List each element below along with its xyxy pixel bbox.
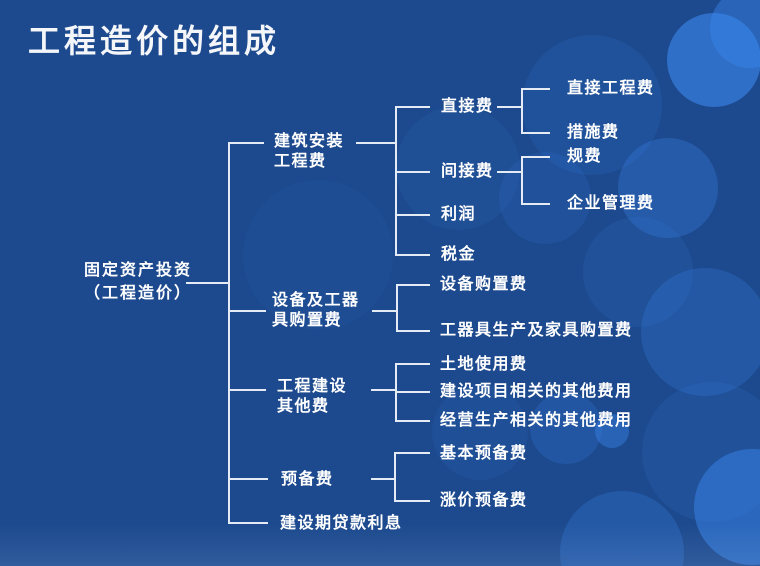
- node-basic-reserve-cost: 基本预备费: [440, 445, 528, 462]
- node-equipment-tools-purchase-cost: 设备及工器 具购置费: [272, 292, 360, 329]
- node-indirect-cost: 间接费: [441, 163, 494, 180]
- connector-line: [395, 106, 430, 108]
- bokeh-circle: [522, 35, 662, 175]
- connector-line: [521, 132, 550, 134]
- bokeh-circle: [583, 217, 693, 327]
- bokeh-circle: [499, 152, 591, 244]
- node-project-related-other-cost: 建设项目相关的其他费用: [440, 383, 633, 400]
- node-profit: 利润: [441, 206, 477, 223]
- connector-line: [356, 142, 397, 144]
- connector-line: [395, 171, 430, 173]
- connector-line: [371, 478, 396, 480]
- connector-branch-line: [394, 452, 396, 502]
- connector-line: [372, 310, 398, 312]
- connector-line: [228, 478, 268, 480]
- node-tax: 税金: [441, 246, 477, 263]
- connector-branch-line: [521, 156, 523, 205]
- connector-line: [395, 391, 430, 393]
- page-title: 工程造价的组成: [28, 22, 281, 60]
- connector-line: [394, 452, 430, 454]
- node-construction-installation-cost: 建筑安装 工程费: [274, 133, 345, 170]
- connector-line: [394, 500, 430, 502]
- node-regulation-fee: 规费: [567, 148, 603, 165]
- connector-line: [497, 106, 523, 108]
- bokeh-circle: [396, 106, 520, 230]
- node-measures-cost: 措施费: [567, 124, 620, 141]
- node-price-rise-reserve-cost: 涨价预备费: [440, 492, 528, 509]
- bokeh-circle: [243, 180, 393, 330]
- connector-line: [371, 389, 397, 391]
- connector-line: [521, 88, 550, 90]
- node-reserve-cost: 预备费: [281, 471, 334, 488]
- bottom-glow: [0, 524, 760, 566]
- connector-root-line: [186, 282, 228, 284]
- connector-branch-line: [396, 284, 398, 332]
- connector-line: [521, 203, 550, 205]
- node-fixed-asset-investment: 固定资产投资 （工程造价）: [83, 262, 192, 302]
- node-construction-loan-interest: 建设期贷款利息: [280, 515, 403, 532]
- node-equipment-purchase-cost: 设备购置费: [440, 276, 528, 293]
- bokeh-circle: [432, 384, 528, 480]
- node-tools-furniture-purchase-cost: 工器具生产及家具购置费: [440, 322, 633, 339]
- connector-line: [228, 142, 264, 144]
- connector-line: [497, 171, 523, 173]
- node-direct-cost: 直接费: [441, 98, 494, 115]
- connector-line: [396, 330, 430, 332]
- bokeh-circle: [618, 138, 718, 238]
- connector-branch-line: [395, 106, 397, 256]
- connector-branch-line: [521, 88, 523, 134]
- connector-line: [228, 522, 268, 524]
- connector-line: [395, 420, 430, 422]
- connector-line: [228, 389, 266, 391]
- bokeh-circle: [530, 392, 602, 464]
- connector-line: [395, 363, 430, 365]
- connector-line: [228, 310, 266, 312]
- node-land-use-fee: 土地使用费: [440, 356, 528, 373]
- connector-line: [521, 156, 550, 158]
- node-other-construction-cost: 工程建设 其他费: [277, 378, 348, 415]
- bokeh-circle: [595, 414, 629, 448]
- node-enterprise-management-fee: 企业管理费: [567, 195, 655, 212]
- node-direct-engineering-cost: 直接工程费: [567, 80, 655, 97]
- connector-line: [396, 284, 430, 286]
- connector-line: [395, 254, 430, 256]
- connector-trunk-line: [228, 142, 230, 524]
- bokeh-circle: [667, 13, 760, 107]
- node-operation-related-other-cost: 经营生产相关的其他费用: [440, 412, 633, 429]
- connector-line: [395, 214, 430, 216]
- bokeh-circle: [641, 268, 760, 396]
